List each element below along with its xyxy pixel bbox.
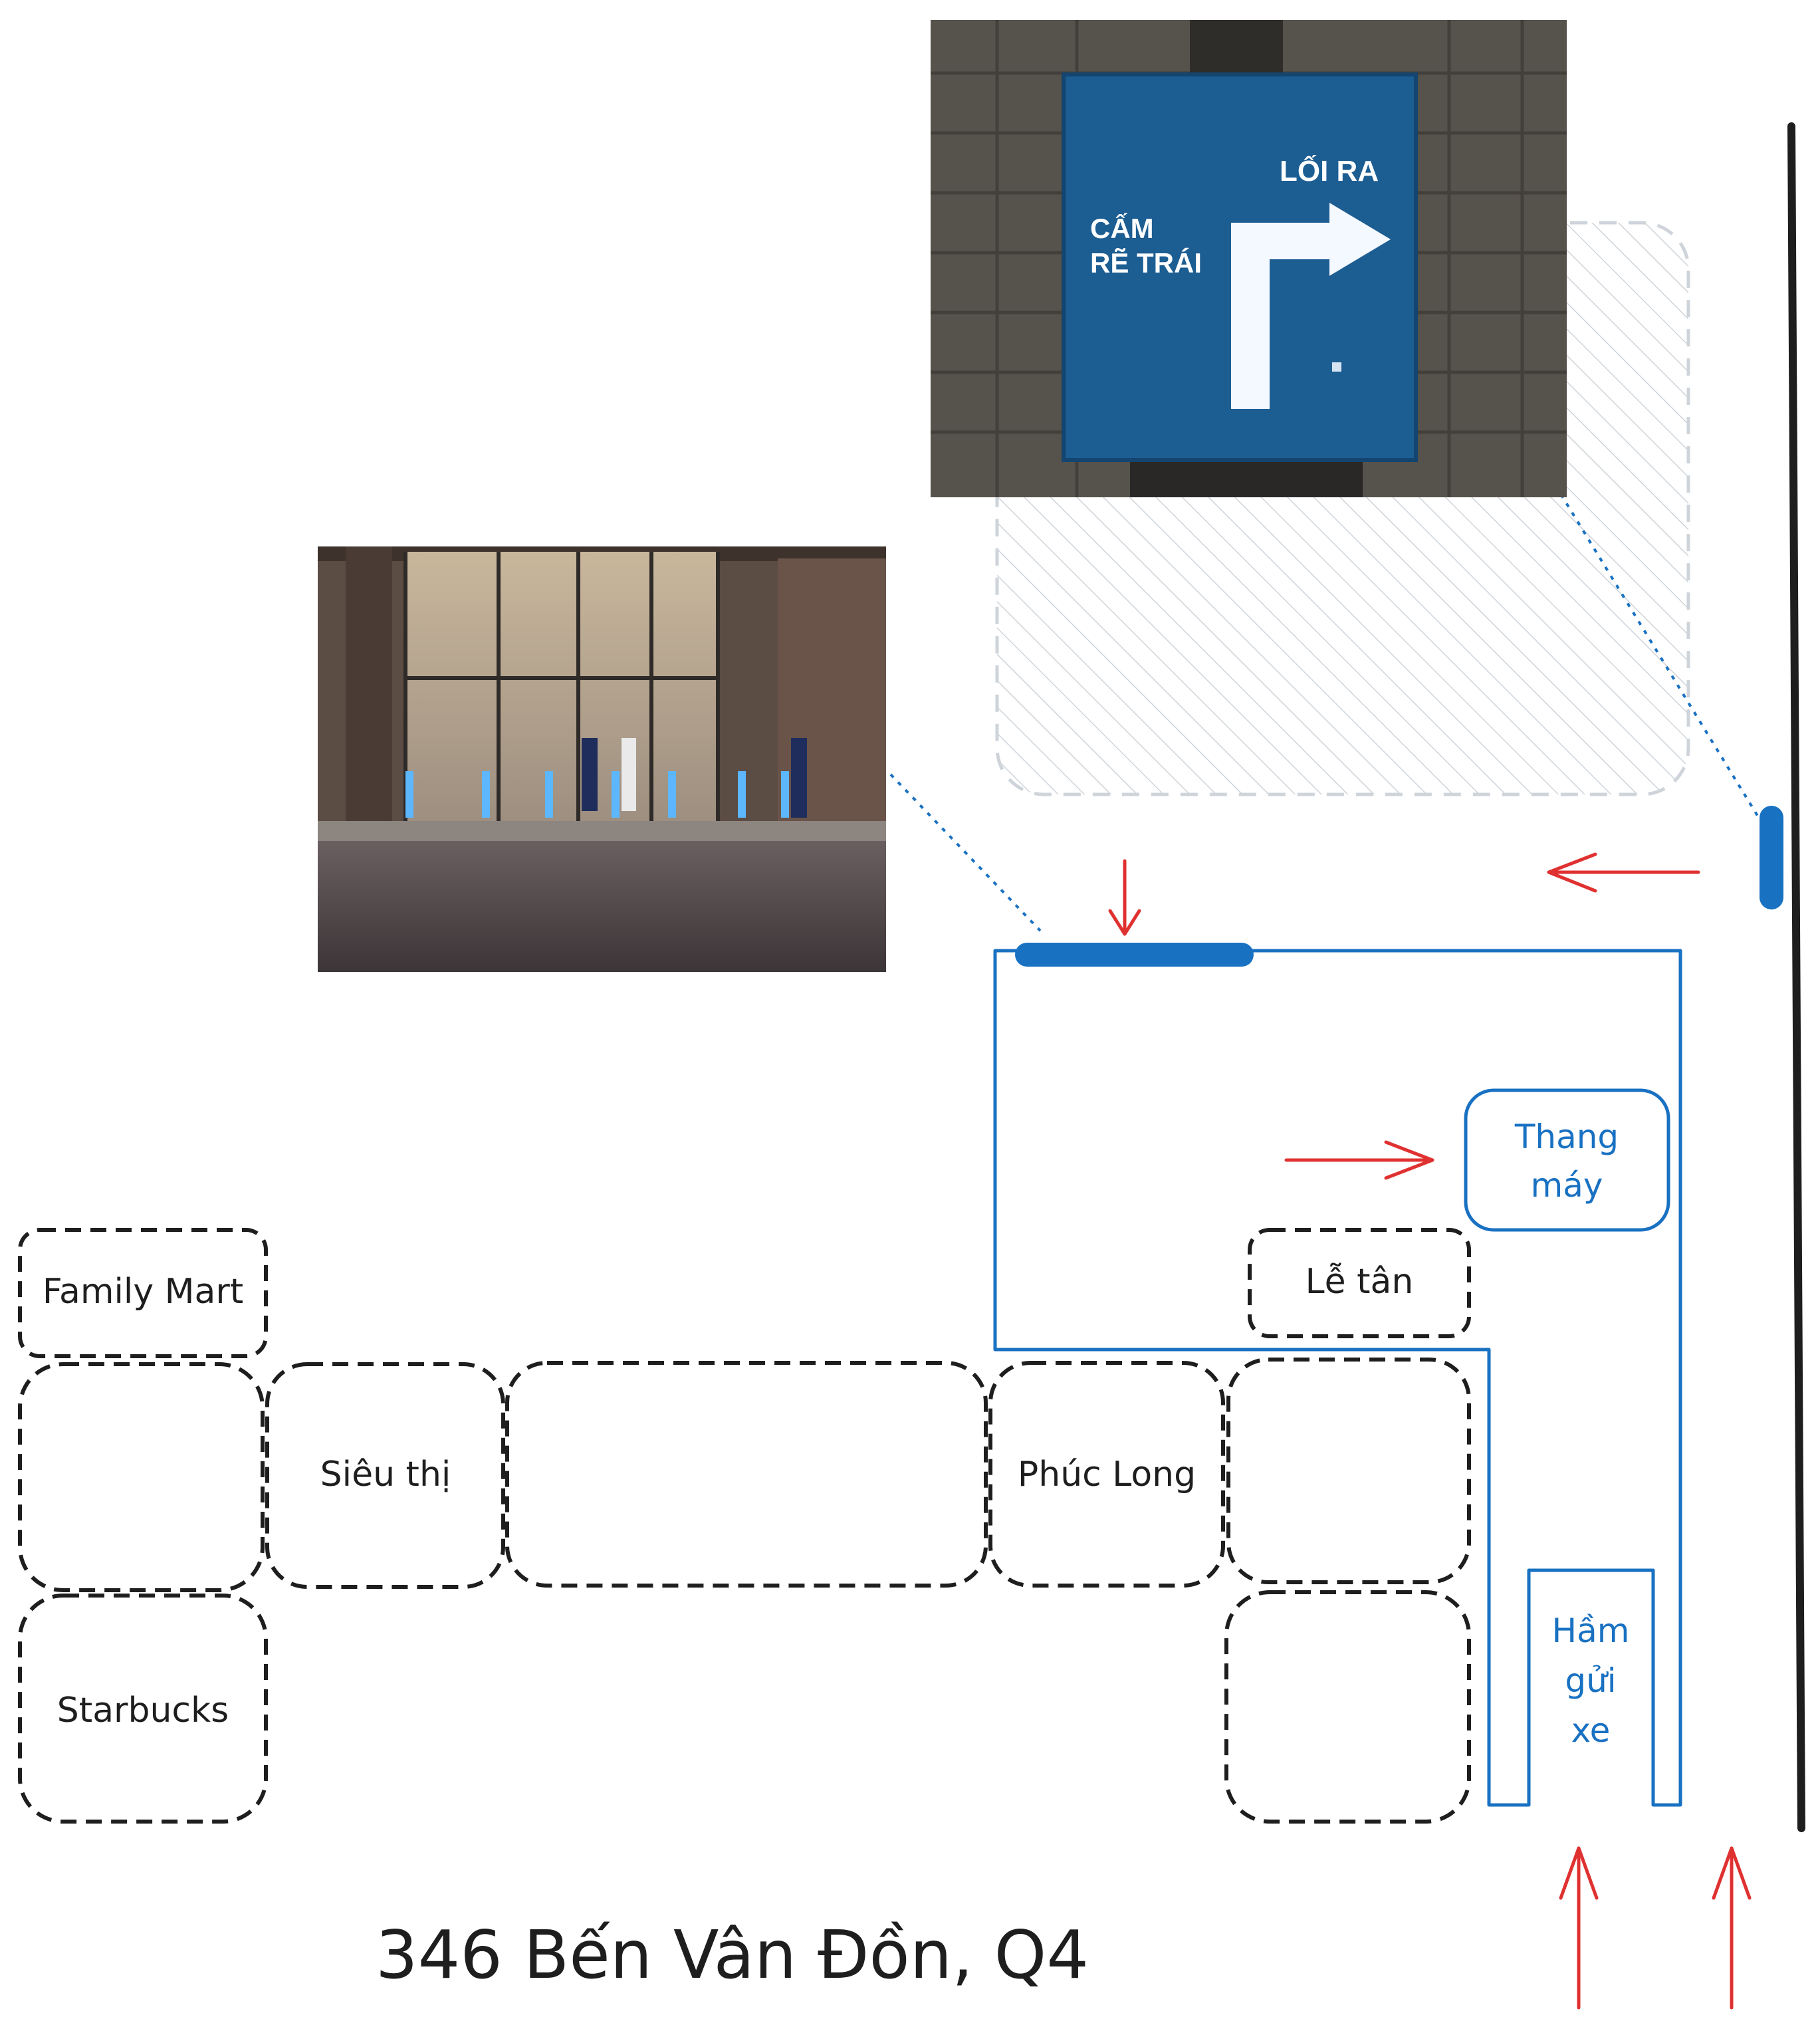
- store-unnamed-4[interactable]: [1224, 1590, 1471, 1824]
- building-outline: [993, 949, 1682, 1807]
- parking-label-line1: Hầm: [1552, 1611, 1630, 1650]
- store-unnamed-2[interactable]: [505, 1361, 988, 1588]
- sign-exit-text: LỐI RA: [1280, 154, 1379, 187]
- store-le-tan[interactable]: [1248, 1228, 1471, 1338]
- red-arrow-icon-lobby-down: [1108, 859, 1141, 936]
- store-phuc-long[interactable]: [988, 1361, 1225, 1588]
- family-mart-label: Family Mart: [43, 1272, 243, 1312]
- phuc-long-label: Phúc Long: [1018, 1455, 1196, 1494]
- lobby-callout-line: [889, 773, 1042, 932]
- sign-callout-line: [1554, 484, 1766, 829]
- sign-no-left-line2: RẼ TRÁI: [1090, 247, 1202, 279]
- store-unnamed-1[interactable]: [18, 1362, 265, 1592]
- elevator-box[interactable]: Thang máy: [1464, 1088, 1670, 1232]
- parking-area: Hầm gửi xe: [1552, 1611, 1630, 1750]
- exit-sign-photo: LỐI RA CẤM RẼ TRÁI: [931, 20, 1567, 497]
- red-arrow-icon-elevator-right: [1284, 1140, 1434, 1180]
- main-road-line: [1787, 122, 1805, 1832]
- elevator-label-line1: Thang: [1514, 1118, 1619, 1156]
- starbucks-label: Starbucks: [57, 1691, 229, 1730]
- parking-label-line3: xe: [1571, 1711, 1611, 1750]
- sign-no-left-line1: CẤM: [1090, 213, 1154, 244]
- store-family-mart[interactable]: [18, 1228, 268, 1358]
- red-arrow-icon-road-up: [1712, 1846, 1752, 2010]
- elevator-label-line2: máy: [1531, 1166, 1603, 1205]
- parking-label-line2: gửi: [1565, 1661, 1616, 1700]
- le-tan-label: Lễ tân: [1306, 1262, 1414, 1302]
- store-starbucks[interactable]: [18, 1594, 268, 1824]
- red-arrow-icon-parking-up: [1559, 1846, 1599, 2010]
- store-unnamed-3[interactable]: [1226, 1358, 1471, 1584]
- red-arrow-icon-road-left: [1547, 852, 1700, 893]
- sieu-thi-label: Siêu thị: [320, 1455, 451, 1494]
- lobby-entrance-photo: [318, 546, 886, 972]
- address-title: 346 Bến Vân Đồn, Q4: [376, 1916, 1089, 1994]
- store-sieu-thi[interactable]: [265, 1362, 505, 1589]
